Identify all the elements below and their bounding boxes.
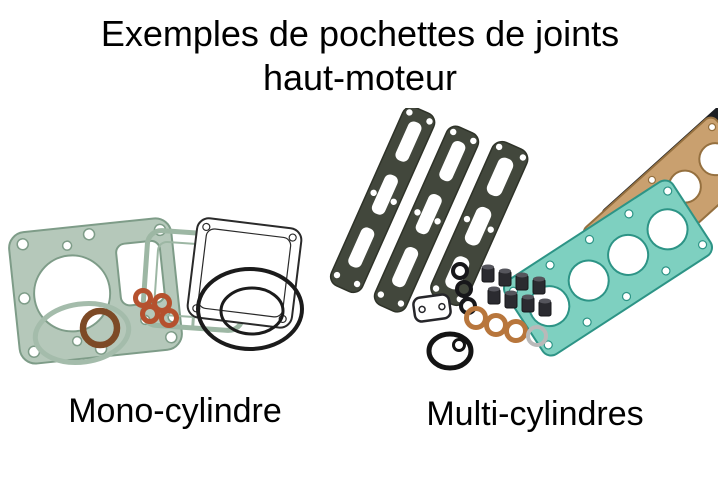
mono-cylinder-gasket-figure [0, 205, 320, 390]
multi-cylinder-gasket-figure [318, 103, 720, 388]
mono-cylinder-gasket-image [8, 217, 304, 365]
small-white-gasket [412, 293, 452, 323]
copper-washers [464, 306, 528, 343]
dark-cover-gaskets [329, 106, 529, 313]
copper-ring [79, 307, 121, 349]
multi-cylinder-gasket-image [329, 103, 720, 371]
teal-head-gasket [503, 179, 713, 357]
page-title-line1: Exemples de pochettes de joints [100, 13, 620, 54]
cover-gasket-white-outline [186, 217, 303, 329]
mono-cylinder-label: Mono-cylindre [68, 392, 282, 430]
page-title-line2: haut-moteur [262, 56, 458, 98]
black-o-ring [196, 267, 304, 351]
orange-washers [133, 288, 179, 328]
multi-cylinder-label: Multi-cylindres [426, 395, 644, 433]
ring-gasket-green [32, 301, 132, 365]
light-ring [526, 325, 548, 347]
valve-stem-seals [481, 264, 552, 317]
small-pump-gasket [426, 331, 474, 371]
